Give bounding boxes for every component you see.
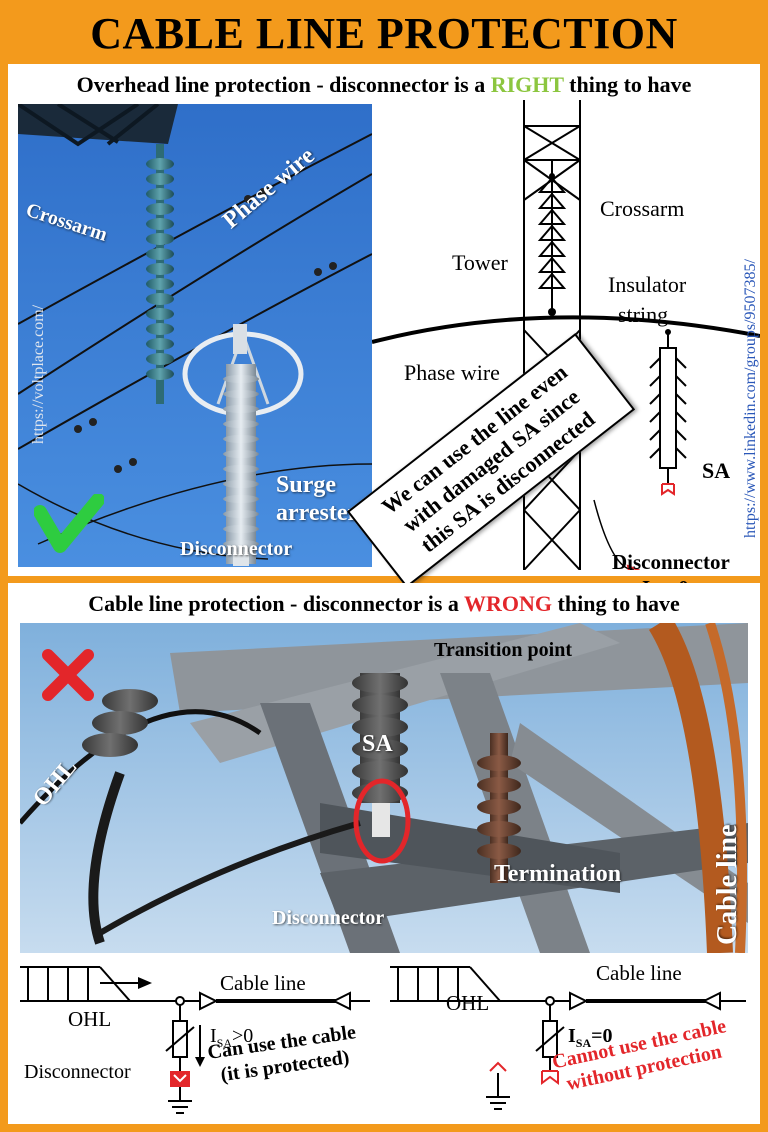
photo-arrester-label: arrester [276,500,359,526]
diagram-disconnector-label: Disconnector [612,550,730,574]
right-circuit-diagram: Cable line OHL ISA=0 Cannot use the cabl… [390,961,752,1121]
photo-surge-label: Surge [276,472,336,498]
left-circuit-diagram: Cable line OHL ISA>0 Disconnector Can us… [20,961,370,1121]
photo-disconnector-label-bottom: Disconnector [272,907,385,929]
left-isa-label: ISA>0 [210,1025,254,1050]
diagram-string-label: string [618,302,669,327]
right-isa-label: ISA=0 [568,1025,613,1050]
overhead-photo: Crossarm Phase wire Surge arrester Disco… [18,104,372,567]
overhead-heading: Overhead line protection - disconnector … [8,72,760,98]
left-cable-line-label: Cable line [220,971,306,995]
voltplace-url[interactable]: https://voltplace.com/ [30,304,47,444]
diagram-crossarm-label: Crossarm [600,196,685,221]
overhead-heading-text: Overhead line protection - disconnector … [76,72,491,97]
photo-transition-label: Transition point [434,639,572,661]
page-title: CABLE LINE PROTECTION [90,9,678,58]
cable-heading: Cable line protection - disconnector is … [8,591,760,617]
cable-heading-end: thing to have [552,591,680,616]
photo-cable-line-label: Cable line [712,824,743,945]
overhead-heading-end: thing to have [563,72,692,97]
diagram-sa-label: SA [702,458,731,483]
cable-line-panel: Cable line protection - disconnector is … [8,583,760,1124]
photo-termination-label: Termination [494,861,622,887]
check-icon [34,494,104,553]
right-cable-line-label: Cable line [596,961,682,985]
cable-heading-text: Cable line protection - disconnector is … [88,591,465,616]
photo-disconnector-label: Disconnector [180,538,293,560]
overhead-line-panel: Overhead line protection - disconnector … [8,64,761,603]
diagram-insulator-label: Insulator [608,272,687,297]
diagram-tower-label: Tower [452,250,508,275]
left-disconnector-label: Disconnector [24,1061,131,1083]
cable-heading-key: WRONG [464,591,553,616]
overhead-heading-key: RIGHT [490,72,564,97]
left-ohl-label: OHL [68,1007,112,1031]
cable-photo: Transition point OHL SA Termination Disc… [20,623,748,953]
photo-sa-label: SA [362,731,393,757]
linkedin-url[interactable]: https://www.linkedin.com/groups/9507385/ [742,259,759,538]
diagram-phase-wire-label: Phase wire [404,360,500,385]
right-ohl-label: OHL [446,991,490,1015]
cross-icon [42,649,94,701]
